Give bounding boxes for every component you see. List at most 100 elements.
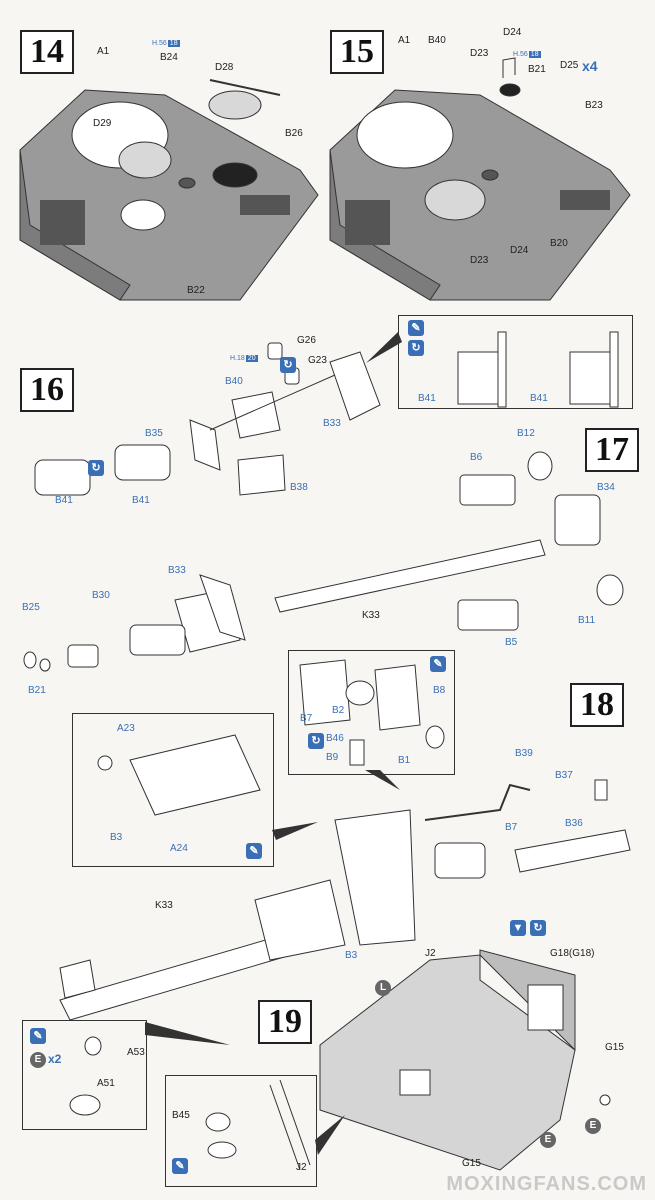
callout-box-16 (398, 315, 633, 409)
etch-icon-19b: E (540, 1132, 556, 1148)
label-d24-15: D24 (503, 27, 522, 38)
label-b12: B12 (517, 428, 535, 439)
label-b1: B1 (398, 755, 411, 766)
label-d29-14: D29 (93, 118, 112, 129)
callout-pointer-19a (145, 1022, 230, 1045)
label-b40-16: B40 (225, 376, 243, 387)
label-d23-15: D23 (470, 48, 489, 59)
label-b3: B3 (345, 950, 358, 961)
label-a1-15: A1 (398, 35, 411, 46)
glue-icon-18b: ✎ (246, 843, 262, 859)
step-number-16: 16 (20, 368, 74, 412)
label-a1-14: A1 (97, 46, 110, 57)
callout-pointer-19b (315, 1115, 345, 1155)
label-b40-15: B40 (428, 35, 446, 46)
etch-icon-19c: E (585, 1118, 601, 1134)
callout-box-19b (165, 1075, 317, 1187)
drill-icon-19: ▼ (510, 920, 526, 936)
label-k33-17: K33 (362, 610, 380, 621)
label-a23: A23 (117, 723, 135, 734)
rotate-icon-16c: ↻ (88, 460, 104, 476)
rotate-icon-16: ↻ (408, 340, 424, 356)
left-side-icon: L (375, 980, 391, 996)
label-j2-callout: J2 (296, 1162, 307, 1173)
label-b7: B7 (505, 822, 518, 833)
step18-callout-detail (97, 659, 445, 816)
label-b41-callout-a: B41 (418, 393, 436, 404)
label-g26: G26 (297, 335, 316, 346)
label-k33-18: K33 (155, 900, 173, 911)
label-b33-17: B33 (168, 565, 186, 576)
label-b41-a: B41 (55, 495, 73, 506)
step16-callout-detail (457, 331, 619, 408)
rotate-icon-19: ↻ (530, 920, 546, 936)
label-j2: J2 (425, 948, 436, 959)
callout-box-18a (288, 650, 455, 775)
glue-icon-19b: ✎ (172, 1158, 188, 1174)
hull-top-plate-14 (19, 79, 319, 301)
label-b3-callout: B3 (110, 832, 123, 843)
multiplier-d25: x4 (582, 58, 598, 74)
label-b7-callout: B7 (300, 713, 313, 724)
step-number-18: 18 (570, 683, 624, 727)
label-b26-14: B26 (285, 128, 303, 139)
label-b9: B9 (326, 752, 339, 763)
label-g15-a: G15 (605, 1042, 624, 1053)
label-b8: B8 (433, 685, 446, 696)
label-g15-b: G15 (462, 1158, 481, 1169)
step-number-15: 15 (330, 30, 384, 74)
label-d23b-15: D23 (470, 255, 489, 266)
label-a53: A53 (127, 1047, 145, 1058)
label-b34: B34 (597, 482, 615, 493)
watermark: MOXINGFANS.COM (446, 1173, 647, 1195)
rotate-icon-18a: ↻ (308, 733, 324, 749)
callout-pointer-18b (272, 822, 318, 840)
label-b2: B2 (332, 705, 345, 716)
label-b36: B36 (565, 818, 583, 829)
glue-icon-16: ✎ (408, 320, 424, 336)
step17-gun (23, 451, 624, 672)
label-d28-14: D28 (215, 62, 234, 73)
step19-callout-detail (69, 1036, 311, 1171)
callout-box-19a (22, 1020, 147, 1130)
step19-superstructure (319, 949, 611, 1171)
label-b33-16: B33 (323, 418, 341, 429)
step-number-19: 19 (258, 1000, 312, 1044)
label-b21-17: B21 (28, 685, 46, 696)
label-b20-15: B20 (550, 238, 568, 249)
label-d25-15: D25 (560, 60, 579, 71)
label-b35: B35 (145, 428, 163, 439)
label-b30: B30 (92, 590, 110, 601)
label-b38: B38 (290, 482, 308, 493)
label-b37: B37 (555, 770, 573, 781)
label-b41-b: B41 (132, 495, 150, 506)
step16-parts (34, 342, 381, 496)
label-g23: G23 (308, 355, 327, 366)
step18-assembly (59, 779, 631, 1021)
step-number-17: 17 (585, 428, 639, 472)
callout-pointer-18a (365, 770, 400, 790)
label-b24-14: B24 (160, 52, 178, 63)
multiplier-e19: x2 (48, 1052, 62, 1066)
glue-icon-18a: ✎ (430, 656, 446, 672)
glue-icon-19a: ✎ (30, 1028, 46, 1044)
label-a24: A24 (170, 843, 188, 854)
label-b23-15: B23 (585, 100, 603, 111)
label-b11: B11 (578, 615, 596, 626)
etch-icon-19a: E (30, 1052, 46, 1068)
label-b45: B45 (172, 1110, 190, 1121)
label-b41-callout-b: B41 (530, 393, 548, 404)
hull-top-plate-15 (329, 57, 631, 301)
label-a51: A51 (97, 1078, 115, 1089)
label-b22-14: B22 (187, 285, 205, 296)
label-b46: B46 (326, 733, 344, 744)
callout-pointer-16 (366, 332, 402, 363)
label-d24b-15: D24 (510, 245, 529, 256)
step-number-14: 14 (20, 30, 74, 74)
label-b39: B39 (515, 748, 533, 759)
